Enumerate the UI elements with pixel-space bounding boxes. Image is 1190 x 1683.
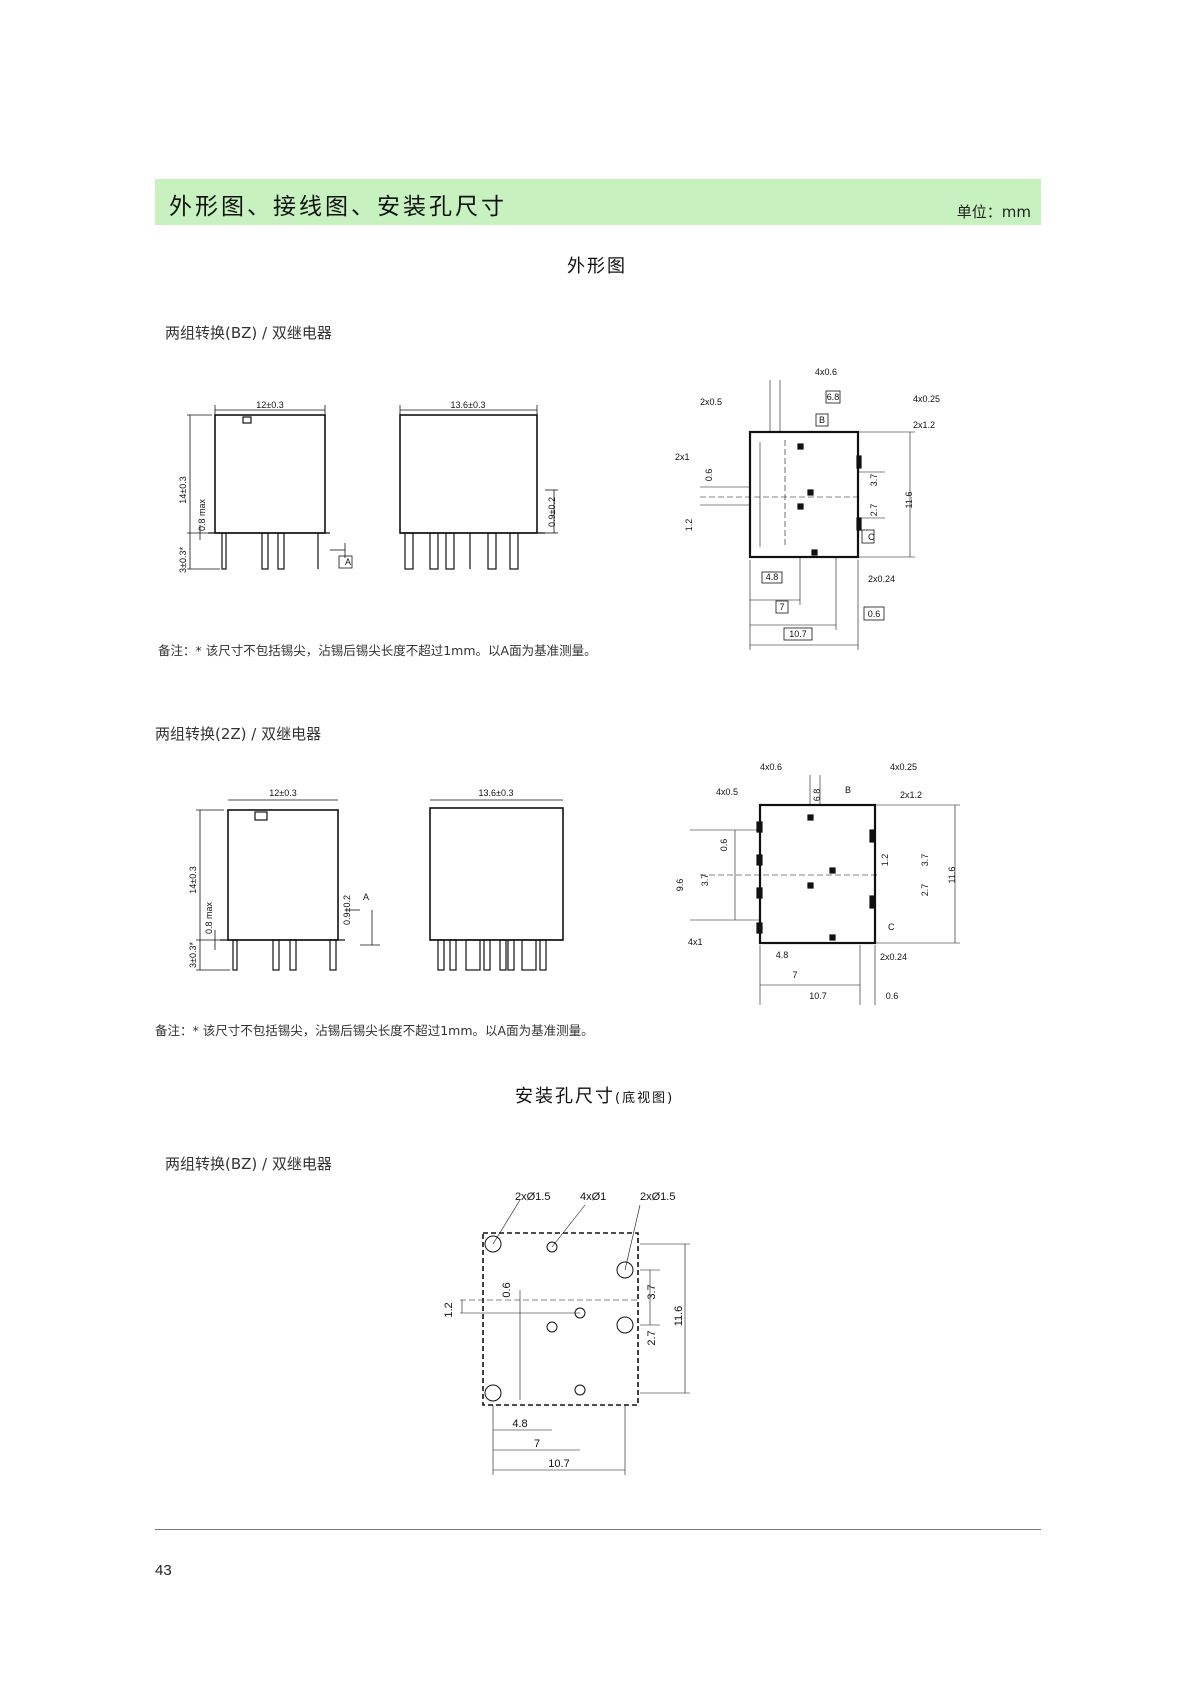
v1-front-width: 12±0.3 [256,400,283,410]
v1-side-view [399,405,558,570]
v1-tol4: 2x1.2 [913,420,935,430]
v2-d116: 11.6 [947,867,957,884]
mount-d48: 4.8 [512,1418,527,1430]
v1-tol2: 2x0.5 [700,397,722,407]
mount-d107: 10.7 [548,1458,569,1470]
mounting-title-suffix: (底视图) [615,1091,675,1106]
mounting-hole-drawing: 2xØ1.5 4xØ1 2xØ1.5 0.6 1.2 3.7 2.7 11.6 … [443,1191,690,1475]
v1-datum-b: B [819,415,825,425]
mounting-title: 安装孔尺寸(底视图) [515,1082,674,1108]
mount-d7: 7 [534,1438,540,1450]
v2-tol2: 4x0.5 [716,787,738,797]
variant2-drawing: 12±0.3 14±0.3 0.8 max 3±0.3* 0.9±0.2 A 1… [188,762,960,1005]
variant1-note: 备注：* 该尺寸不包括锡尖，沾锡后锡尖长度不超过1mm。以A面为基准测量。 [158,643,597,658]
v1-front-view [187,405,346,570]
v2-d37a: 3.7 [700,874,710,887]
hole2-label: 4xØ1 [580,1191,606,1203]
v1-d27: 2.7 [869,504,879,517]
v1-side-width: 13.6±0.3 [451,400,486,410]
v2-tol6: 2x0.24 [880,952,907,962]
section-banner: 外形图、接线图、安装孔尺寸 单位：mm [155,179,1041,225]
v1-d06: 0.6 [704,469,714,482]
v2-d68: 6.8 [812,789,822,802]
v1-tol1: 4x0.6 [815,367,837,377]
v1-d12: 1.2 [684,519,694,532]
v1-datum-a: A [345,557,351,567]
v1-side-pin-offset: 0.9±0.2 [547,497,557,527]
v1-bottom-view [700,380,915,650]
hole3-label: 2xØ1.5 [640,1191,675,1203]
v2-d107: 10.7 [809,991,827,1001]
v1-datum-c: C [868,532,875,542]
v1-d107: 10.7 [789,629,807,639]
variant1-label: 两组转换(BZ) / 双继电器 [165,324,332,342]
v2-front-view [196,799,380,971]
v2-side-width: 13.6±0.3 [479,788,514,798]
v2-d12: 1.2 [880,854,890,867]
v1-d68: 6.8 [827,392,840,402]
v1-d06b: 0.6 [868,609,881,619]
v2-d27: 2.7 [920,884,930,897]
v2-front-width: 12±0.3 [269,788,296,798]
mounting-label: 两组转换(BZ) / 双继电器 [165,1155,332,1173]
mount-d27: 2.7 [646,1330,658,1345]
variant1-drawing: 12±0.3 14±0.3 0.8 max 3±0.3* 13.6±0.3 0.… [178,367,940,650]
v2-front-height: 14±0.3 [188,866,198,893]
unit-label: 单位：mm [956,203,1031,221]
v2-side-view [429,799,564,971]
v1-front-height: 14±0.3 [178,476,188,503]
v2-tol4: 2x1.2 [900,790,922,800]
v2-d37: 3.7 [920,854,930,867]
v2-d96: 9.6 [675,879,685,892]
v2-tol5: 4x1 [688,937,703,947]
v1-d37: 3.7 [869,474,879,487]
variant2-note: 备注：* 该尺寸不包括锡尖，沾锡后锡尖长度不超过1mm。以A面为基准测量。 [155,1023,594,1038]
v2-datum-c: C [888,922,895,932]
v1-d7: 7 [779,602,784,612]
outline-drawing-title: 外形图 [567,256,627,277]
v1-tol6: 2x0.24 [868,574,895,584]
v1-tol3: 4x0.25 [913,394,940,404]
v2-d7: 7 [792,970,797,980]
v2-front-pin: 3±0.3* [188,942,198,968]
v1-front-pin: 3±0.3* [178,547,188,573]
v2-tol1: 4x0.6 [760,762,782,772]
v2-bottom-view [690,775,960,1005]
v2-d48: 4.8 [776,950,789,960]
mounting-title-main: 安装孔尺寸 [515,1086,615,1107]
v2-front-gap: 0.8 max [204,901,214,934]
v1-tol5: 2x1 [675,452,690,462]
v2-front-pin-offset: 0.9±0.2 [342,895,352,925]
variant2-label: 两组转换(2Z) / 双继电器 [155,725,322,743]
v1-front-gap: 0.8 max [197,498,207,531]
hole1-label: 2xØ1.5 [515,1191,550,1203]
footer-rule [155,1529,1041,1530]
v2-d06b: 0.6 [886,991,899,1001]
v1-d116: 11.6 [904,492,914,509]
page-number: 43 [155,1562,172,1579]
v2-d06: 0.6 [719,839,729,852]
mount-d37: 3.7 [646,1284,658,1299]
v2-tol3: 4x0.25 [890,762,917,772]
mount-d12: 1.2 [443,1302,455,1317]
v1-d48: 4.8 [766,572,779,582]
mount-d116: 11.6 [673,1306,685,1327]
v2-datum-b: B [845,785,851,795]
banner-title: 外形图、接线图、安装孔尺寸 [169,194,507,220]
mount-d06: 0.6 [501,1282,513,1297]
v2-datum-a: A [363,892,369,902]
